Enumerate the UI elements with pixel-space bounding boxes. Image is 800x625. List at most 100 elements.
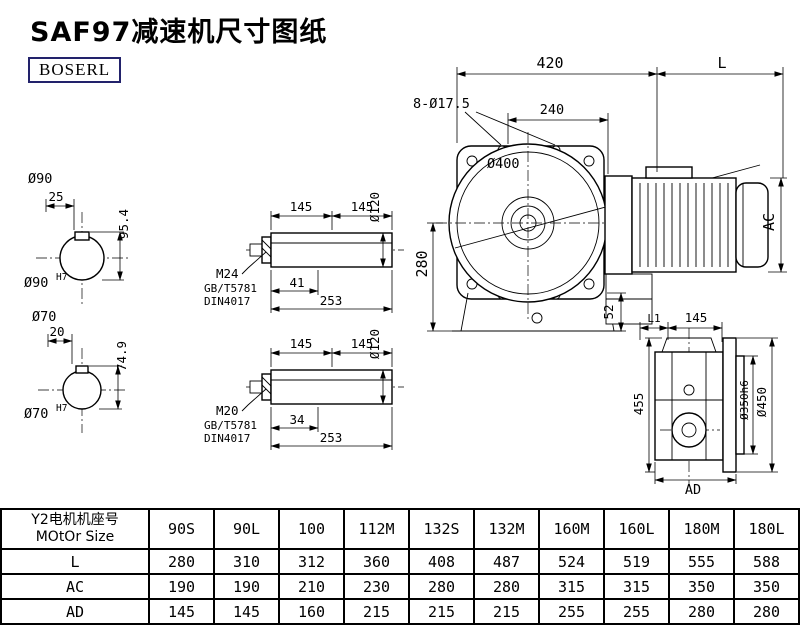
table-cell: 519 [603, 548, 670, 575]
hub-section-90-view: Ø90 25 95.4 Ø90 H7 [24, 171, 131, 305]
table-cell: 145 [148, 598, 215, 625]
technical-drawing: Ø90 25 95.4 Ø90 H7 Ø70 20 74.9 [24, 54, 787, 498]
column-header: 90L [213, 508, 280, 550]
dim-len-b-upper: 145 [351, 199, 374, 214]
table-cell: 280 [473, 573, 540, 600]
dim-foot: 52 [601, 304, 616, 319]
side-view: L1 145 455 Ø350h6 Ø450 [631, 310, 778, 498]
keyway-90 [74, 231, 90, 241]
row-label: L [0, 548, 150, 575]
dim-small-lower: 34 [289, 412, 304, 427]
dim-dia-lower: Ø120 [367, 329, 382, 359]
dim-key-height-90: 95.4 [116, 209, 131, 239]
motor-size-table: Y2电机机座号 MOtOr Size 90S 90L 100 112M 132S… [0, 508, 800, 625]
thread-label-upper: M24 [216, 266, 239, 281]
row-label: AD [0, 598, 150, 625]
table-cell: 524 [538, 548, 605, 575]
column-header: 112M [343, 508, 410, 550]
table-cell: 312 [278, 548, 345, 575]
column-header: 132S [408, 508, 475, 550]
column-header: 100 [278, 508, 345, 550]
dim-total-lower: 253 [320, 430, 343, 445]
dim-len-a-lower: 145 [290, 336, 313, 351]
table-cell: 310 [213, 548, 280, 575]
header-label-cn: Y2电机机座号 [31, 511, 119, 528]
motor-adapter [604, 175, 633, 275]
dim-top: 240 [540, 102, 564, 118]
table-cell: 215 [473, 598, 540, 625]
table-cell: 230 [343, 573, 410, 600]
shaft-body-lower [270, 369, 393, 405]
shaft-detail-lower-view: 145 145 Ø120 M20 GB/T5781 DIN4017 34 253 [204, 329, 404, 450]
table-cell: 255 [603, 598, 670, 625]
table-cell: 190 [148, 573, 215, 600]
dim-dia-90: Ø90 [28, 171, 52, 187]
table-cell: 145 [213, 598, 280, 625]
table-cell: 210 [278, 573, 345, 600]
table-cell: 360 [343, 548, 410, 575]
brand-text: BOSERL [39, 60, 111, 79]
table-cell: 160 [278, 598, 345, 625]
dim-dia-upper: Ø120 [367, 192, 382, 222]
table-cell: 487 [473, 548, 540, 575]
dim-total-upper: 253 [320, 293, 343, 308]
column-header: 132M [473, 508, 540, 550]
page-title: SAF97减速机尺寸图纸 [30, 17, 328, 48]
output-flange [722, 337, 737, 473]
dim-key-width-70: 20 [49, 324, 64, 339]
column-header: 90S [148, 508, 215, 550]
motor-fins [639, 183, 729, 267]
std-din-lower: DIN4017 [204, 432, 250, 445]
table-cell: 280 [668, 598, 735, 625]
column-header: 160M [538, 508, 605, 550]
dim-bore-90: Ø90 [24, 275, 48, 291]
column-header: 180L [733, 508, 800, 550]
dim-bore-70: Ø70 [24, 406, 48, 422]
column-header: 160L [603, 508, 670, 550]
table-cell: 280 [733, 598, 800, 625]
dim-side-height: 455 [631, 393, 646, 416]
column-header: 180M [668, 508, 735, 550]
dim-ad: AD [685, 482, 701, 498]
dim-flange-dia-side: Ø450 [754, 387, 769, 417]
header-label-en: MOtOr Size [35, 529, 115, 545]
table-row: AD 145 145 160 215 215 215 255 255 280 2… [0, 598, 800, 625]
table-cell: 215 [408, 598, 475, 625]
dim-height: 280 [413, 250, 431, 277]
table-header-row: Y2电机机座号 MOtOr Size 90S 90L 100 112M 132S… [0, 508, 800, 550]
keyway-70 [75, 365, 89, 374]
std-gb-lower: GB/T5781 [204, 419, 257, 432]
table-cell: 555 [668, 548, 735, 575]
dim-small-upper: 41 [289, 275, 304, 290]
dim-spigot-dia: Ø350h6 [738, 380, 751, 420]
std-din-upper: DIN4017 [204, 295, 250, 308]
dim-bore-tol-90: H7 [56, 272, 67, 283]
dim-motor-length: L [717, 54, 726, 72]
table-cell: 588 [733, 548, 800, 575]
dim-dia-70: Ø70 [32, 309, 56, 325]
fan-cowl [735, 182, 769, 268]
motor-size-header-cell: Y2电机机座号 MOtOr Size [0, 508, 150, 550]
table-cell: 315 [603, 573, 670, 600]
std-gb-upper: GB/T5781 [204, 282, 257, 295]
row-label: AC [0, 573, 150, 600]
table-cell: 215 [343, 598, 410, 625]
front-view: 420 L 240 8-Ø17.5 Ø400 280 52 AC [413, 54, 787, 332]
shaft-detail-upper-view: 145 145 Ø120 M24 GB/T5781 DIN4017 41 253 [204, 192, 404, 313]
dim-bolt-holes: 8-Ø17.5 [413, 96, 470, 112]
dim-len-a-upper: 145 [290, 199, 313, 214]
hub-section-70-view: Ø70 20 74.9 Ø70 H7 [24, 309, 129, 433]
dim-side-width: 145 [685, 310, 708, 325]
motor-body [631, 177, 737, 273]
dim-width: 420 [536, 54, 563, 72]
bore-circle-70 [62, 370, 102, 410]
dim-l1: L1 [647, 312, 660, 325]
dim-flange-dia: Ø400 [487, 156, 520, 172]
thread-label-lower: M20 [216, 403, 239, 418]
flange-spigot [735, 355, 745, 455]
table-cell: 408 [408, 548, 475, 575]
table-cell: 255 [538, 598, 605, 625]
table-cell: 350 [733, 573, 800, 600]
dim-bore-tol-70: H7 [56, 403, 67, 414]
